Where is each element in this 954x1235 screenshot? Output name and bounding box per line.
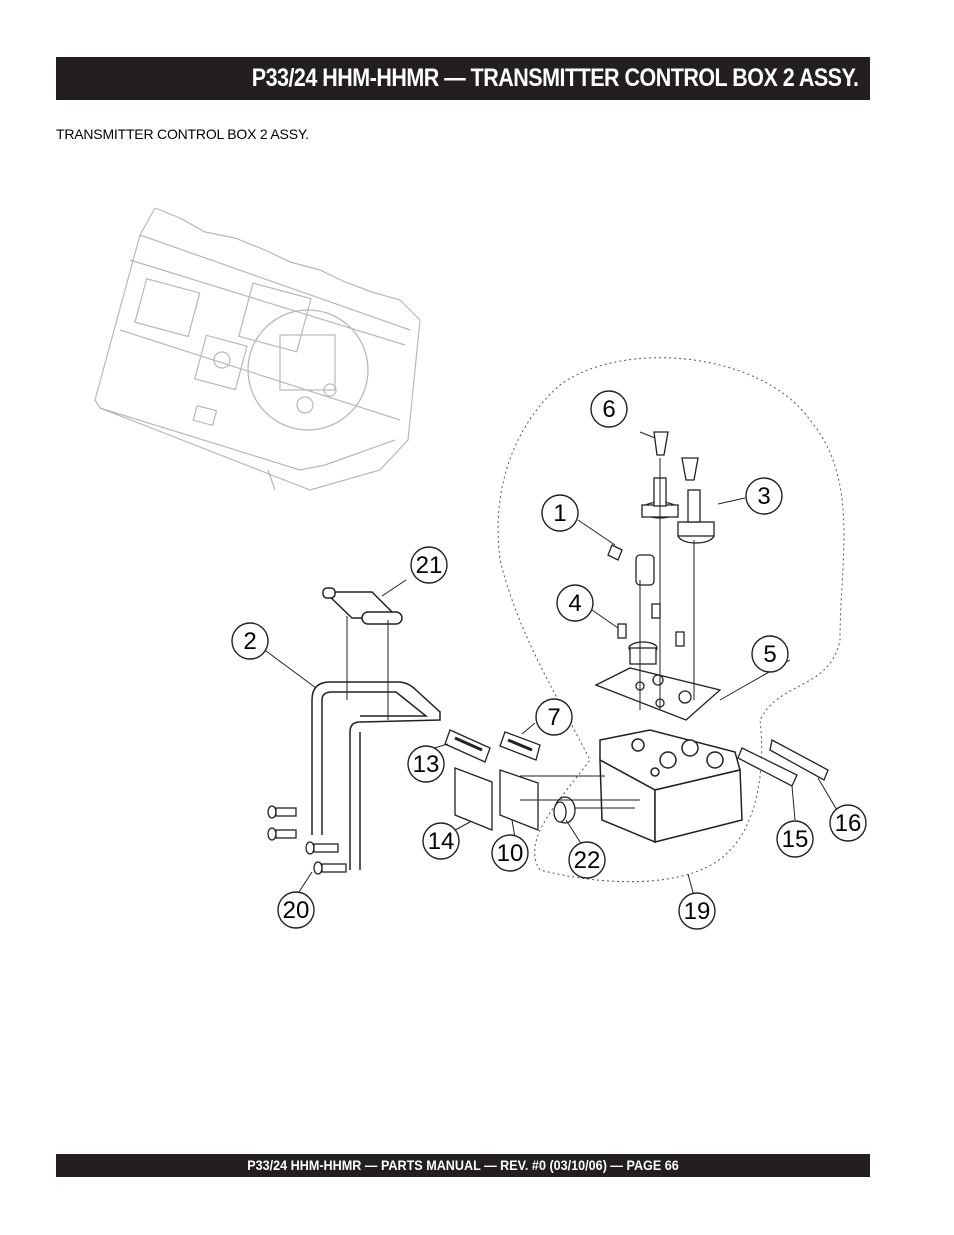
- callout-label: 7: [547, 704, 560, 731]
- callout-22: 22: [568, 841, 606, 879]
- page-footer-bar: P33/24 HHM-HHMR — PARTS MANUAL — REV. #0…: [56, 1154, 870, 1177]
- assembly-19-outline: [497, 357, 845, 883]
- callout-label: 13: [413, 751, 440, 778]
- callout-circle: [829, 804, 867, 842]
- callout-5: 5: [751, 635, 789, 673]
- callout-circle: [277, 891, 315, 929]
- part-21-clamp: [322, 587, 403, 625]
- callout-4: 4: [556, 584, 594, 622]
- callout-label: 20: [283, 897, 310, 924]
- page-footer-text: P33/24 HHM-HHMR — PARTS MANUAL — REV. #0…: [247, 1157, 679, 1173]
- callout-circle: [556, 584, 594, 622]
- callout-19: 19: [678, 892, 716, 930]
- callout-label: 22: [574, 847, 601, 874]
- callout-7: 7: [535, 698, 573, 736]
- callout-16: 16: [829, 804, 867, 842]
- callout-circle: [491, 834, 529, 872]
- callout-label: 16: [835, 810, 862, 837]
- callout-circle: [776, 820, 814, 858]
- part-7-10-labels: [499, 731, 541, 831]
- callout-label: 1: [553, 500, 566, 527]
- callout-3: 3: [745, 477, 783, 515]
- callout-13: 13: [407, 745, 445, 783]
- part-5-gasket: [594, 667, 722, 721]
- console-overview-drawing: [94, 207, 421, 491]
- callout-circle: [535, 698, 573, 736]
- callout-label: 15: [782, 826, 809, 853]
- part-2-bent-rod: [311, 681, 441, 870]
- callout-6: 6: [590, 390, 628, 428]
- part-15-16-strips: [737, 739, 829, 787]
- callout-10: 10: [491, 834, 529, 872]
- callout-label: 14: [428, 828, 455, 855]
- callout-label: 21: [416, 552, 443, 579]
- callout-label: 10: [497, 840, 524, 867]
- callout-circle: [231, 622, 269, 660]
- callout-21: 21: [410, 546, 448, 584]
- parts-1-3-4-6-controls: [607, 431, 715, 665]
- callout-1: 1: [541, 494, 579, 532]
- callout-circle: [407, 745, 445, 783]
- callout-label: 19: [684, 898, 711, 925]
- callout-label: 6: [602, 396, 615, 423]
- callout-label: 3: [757, 483, 770, 510]
- callout-circle: [568, 841, 606, 879]
- callout-circle: [410, 546, 448, 584]
- page-title: P33/24 HHM-HHMR — TRANSMITTER CONTROL BO…: [251, 64, 858, 92]
- page-header-bar: P33/24 HHM-HHMR — TRANSMITTER CONTROL BO…: [56, 57, 870, 100]
- section-subtitle: TRANSMITTER CONTROL BOX 2 ASSY.: [56, 126, 309, 142]
- part-20-screws: [267, 805, 347, 875]
- callout-2: 2: [231, 622, 269, 660]
- part-13-14-labels: [444, 729, 493, 831]
- leader-lines: [261, 431, 839, 897]
- callout-circle: [745, 477, 783, 515]
- callout-label: 2: [243, 628, 256, 655]
- callout-circle: [751, 635, 789, 673]
- callout-circle: [678, 892, 716, 930]
- callout-label: 4: [568, 590, 581, 617]
- callout-label: 5: [763, 641, 776, 668]
- callout-circle: [590, 390, 628, 428]
- callout-14: 14: [422, 822, 460, 860]
- callout-20: 20: [277, 891, 315, 929]
- part-19-enclosure-box: [599, 729, 743, 844]
- callout-circle: [422, 822, 460, 860]
- callout-15: 15: [776, 820, 814, 858]
- part-22-grommet: [553, 796, 576, 824]
- callout-circle: [541, 494, 579, 532]
